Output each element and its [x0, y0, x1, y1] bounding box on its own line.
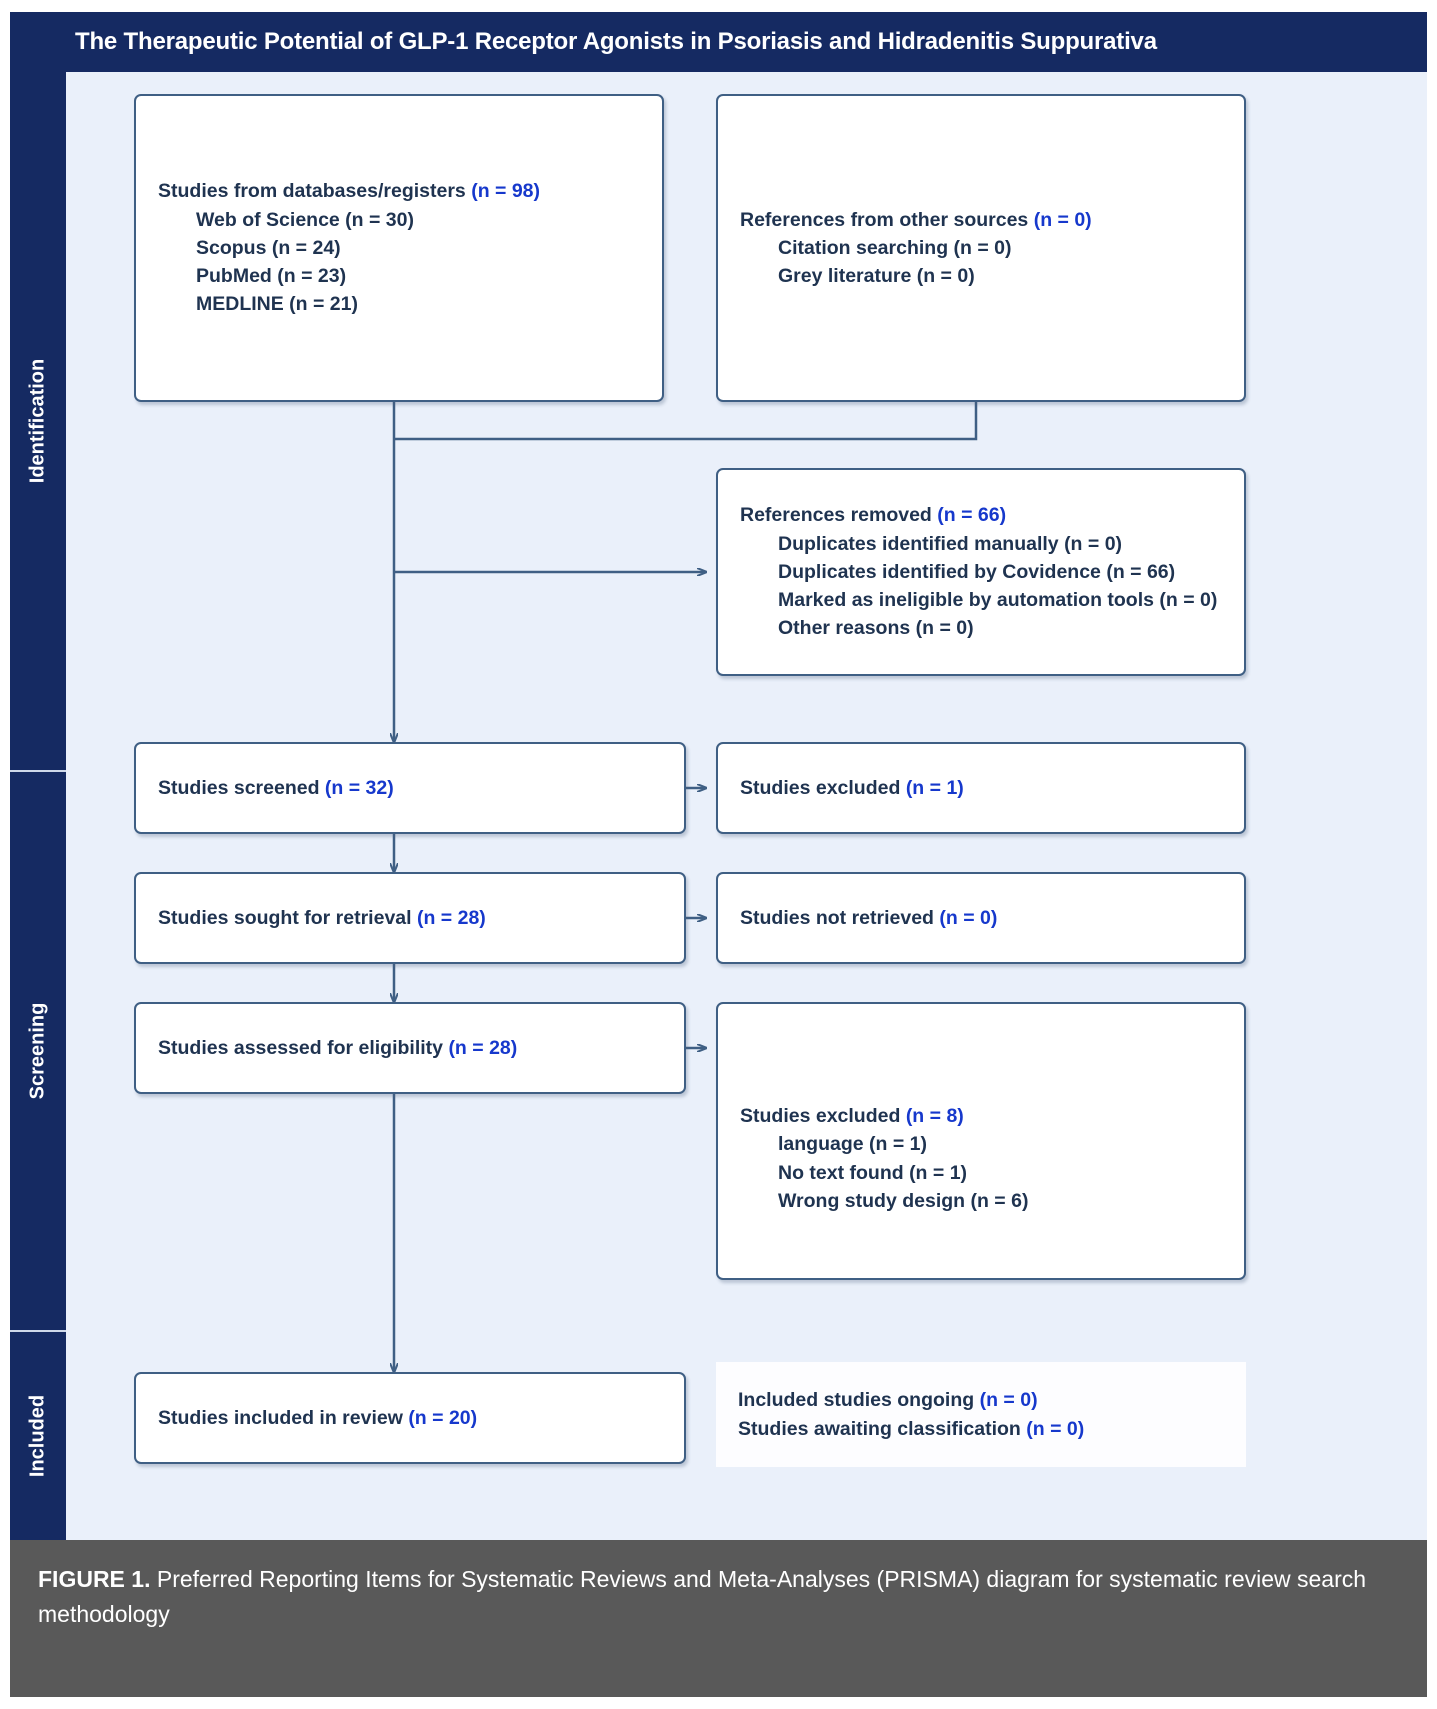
studies-excluded-screening-heading: Studies excluded (n = 1) — [740, 776, 964, 799]
box-studies-screened: Studies screened (n = 32) — [134, 742, 686, 834]
databases-item-0: Web of Science (n = 30) — [196, 208, 414, 231]
studies-excluded-eligibility-count: (n = 8) — [905, 1105, 964, 1127]
box-other-sources-content: References from other sources (n = 0) Ci… — [718, 206, 1244, 291]
awaiting-classification-count: (n = 0) — [1026, 1417, 1085, 1440]
awaiting-classification-line: Studies awaiting classification (n = 0) — [738, 1417, 1085, 1440]
box-studies-assessed-content: Studies assessed for eligibility (n = 28… — [136, 1034, 684, 1062]
studies-included-heading: Studies included in review (n = 20) — [158, 1406, 478, 1429]
studies-sought-heading: Studies sought for retrieval (n = 28) — [158, 906, 486, 929]
studies-screened-count: (n = 32) — [324, 776, 394, 799]
studies-not-retrieved-heading: Studies not retrieved (n = 0) — [740, 906, 998, 929]
page-title: The Therapeutic Potential of GLP-1 Recep… — [75, 28, 1157, 55]
databases-item-3: MEDLINE (n = 21) — [196, 293, 358, 316]
box-studies-assessed: Studies assessed for eligibility (n = 28… — [134, 1002, 686, 1094]
references-removed-item-2: Marked as ineligible by automation tools… — [778, 589, 1218, 612]
other-sources-heading: References from other sources (n = 0) — [740, 208, 1092, 231]
box-studies-excluded-eligibility-content: Studies excluded (n = 8) language (n = 1… — [718, 1004, 1244, 1215]
figure-caption-text: Preferred Reporting Items for Systematic… — [38, 1566, 1367, 1627]
studies-excluded-eligibility-heading: Studies excluded (n = 8) — [740, 1105, 964, 1127]
references-removed-item-3: Other reasons (n = 0) — [778, 617, 974, 640]
box-included-ongoing: Included studies ongoing (n = 0) Studies… — [716, 1362, 1246, 1467]
databases-item-2: PubMed (n = 23) — [196, 265, 347, 288]
diagram-canvas: Studies from databases/registers (n = 98… — [66, 72, 1427, 1540]
references-removed-heading: References removed (n = 66) — [740, 504, 1007, 527]
figure-caption: FIGURE 1. Preferred Reporting Items for … — [10, 1540, 1427, 1697]
box-studies-excluded-screening-content: Studies excluded (n = 1) — [718, 774, 1244, 802]
studies-assessed-count: (n = 28) — [448, 1036, 518, 1059]
phase-label-identification: Identification — [26, 358, 49, 484]
studies-screened-heading: Studies screened (n = 32) — [158, 776, 394, 799]
phase-segment-included: Included — [10, 1332, 66, 1540]
studies-excluded-eligibility-item-2: Wrong study design (n = 6) — [778, 1189, 1029, 1212]
box-studies-not-retrieved-content: Studies not retrieved (n = 0) — [718, 904, 1244, 932]
box-databases-content: Studies from databases/registers (n = 98… — [136, 177, 662, 318]
phase-label-screening: Screening — [26, 1002, 49, 1100]
phase-segment-identification: Identification — [10, 72, 66, 772]
studies-not-retrieved-count: (n = 0) — [939, 906, 998, 929]
box-references-removed: References removed (n = 66) Duplicates i… — [716, 468, 1246, 676]
box-studies-excluded-screening: Studies excluded (n = 1) — [716, 742, 1246, 834]
databases-heading: Studies from databases/registers (n = 98… — [158, 180, 541, 203]
phase-label-included: Included — [26, 1394, 49, 1478]
box-studies-sought: Studies sought for retrieval (n = 28) — [134, 872, 686, 964]
studies-excluded-eligibility-item-0: language (n = 1) — [778, 1133, 927, 1156]
studies-excluded-screening-count: (n = 1) — [905, 776, 964, 799]
box-studies-not-retrieved: Studies not retrieved (n = 0) — [716, 872, 1246, 964]
figure-title-banner: The Therapeutic Potential of GLP-1 Recep… — [10, 12, 1427, 72]
box-studies-excluded-eligibility: Studies excluded (n = 8) language (n = 1… — [716, 1002, 1246, 1280]
studies-included-count: (n = 20) — [408, 1406, 478, 1429]
databases-item-1: Scopus (n = 24) — [196, 236, 341, 259]
prisma-diagram: Identification Screening Included — [10, 72, 1427, 1540]
references-removed-item-1: Duplicates identified by Covidence (n = … — [778, 560, 1176, 583]
phase-rail: Identification Screening Included — [10, 72, 66, 1540]
studies-excluded-eligibility-item-1: No text found (n = 1) — [778, 1161, 968, 1184]
references-removed-count: (n = 66) — [937, 504, 1007, 527]
databases-count: (n = 98) — [471, 180, 541, 203]
studies-sought-count: (n = 28) — [416, 906, 486, 929]
box-studies-sought-content: Studies sought for retrieval (n = 28) — [136, 904, 684, 932]
box-studies-screened-content: Studies screened (n = 32) — [136, 774, 684, 802]
references-removed-item-0: Duplicates identified manually (n = 0) — [778, 532, 1123, 555]
box-databases-registers: Studies from databases/registers (n = 98… — [134, 94, 664, 402]
included-ongoing-line: Included studies ongoing (n = 0) — [738, 1389, 1038, 1412]
other-sources-item-0: Citation searching (n = 0) — [778, 236, 1012, 259]
studies-assessed-heading: Studies assessed for eligibility (n = 28… — [158, 1036, 518, 1059]
box-studies-included-content: Studies included in review (n = 20) — [136, 1404, 684, 1432]
other-sources-count: (n = 0) — [1033, 208, 1092, 231]
figure-caption-label: FIGURE 1. — [38, 1566, 151, 1592]
box-references-removed-content: References removed (n = 66) Duplicates i… — [718, 501, 1244, 642]
other-sources-item-1: Grey literature (n = 0) — [778, 265, 975, 288]
box-included-ongoing-content: Included studies ongoing (n = 0) Studies… — [716, 1386, 1246, 1443]
box-studies-included: Studies included in review (n = 20) — [134, 1372, 686, 1464]
box-other-sources: References from other sources (n = 0) Ci… — [716, 94, 1246, 402]
included-ongoing-count: (n = 0) — [979, 1389, 1038, 1412]
phase-segment-screening: Screening — [10, 772, 66, 1332]
